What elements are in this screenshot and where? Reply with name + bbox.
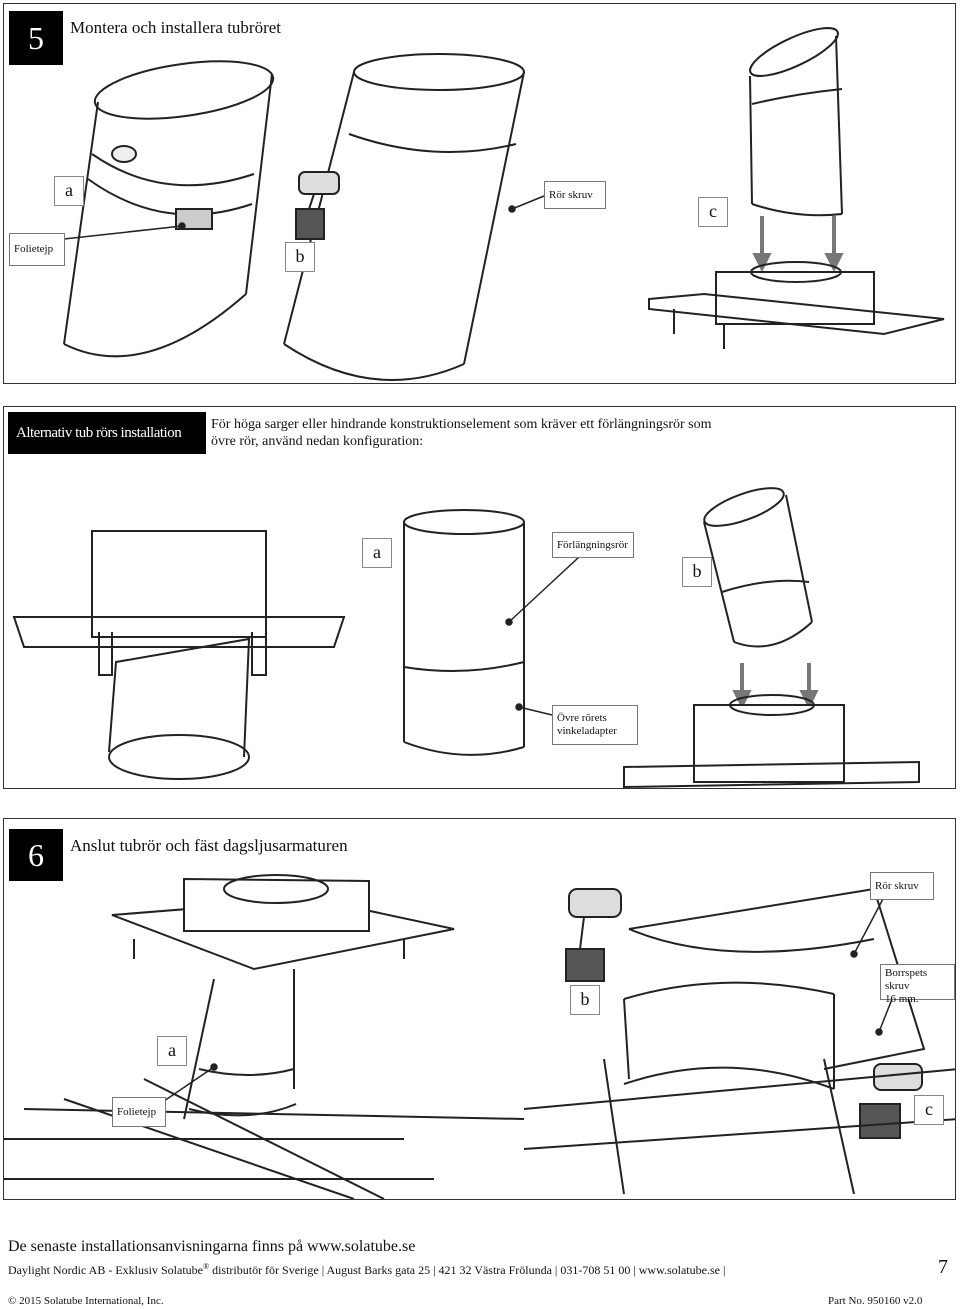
step6-label-tape: Folietejp xyxy=(112,1097,166,1127)
alternative-label-adapter: Övre rörets vinkeladapter xyxy=(552,705,638,745)
step6-label-drill-screw-line2: 16 mm. xyxy=(885,993,919,1005)
step6-illustration xyxy=(4,819,956,1200)
step5-title: Montera och installera tubröret xyxy=(70,18,282,37)
alternative-label-extension: Förlängningsrör xyxy=(552,532,634,558)
step6-label-a: a xyxy=(157,1036,187,1066)
footer-reg-mark: ® xyxy=(202,1262,210,1271)
step6-panel: 6 Anslut tubrör och fäst dagsljusarmatur… xyxy=(3,818,956,1200)
alternative-title: Alternativ tub rörs installation xyxy=(8,412,206,454)
footer-company-b: distributör för Sverige | August Barks g… xyxy=(209,1263,726,1277)
step5-label-tape: Folietejp xyxy=(9,233,65,266)
step6-number: 6 xyxy=(9,829,63,881)
footer-company-a: Daylight Nordic AB - Exklusiv Solatube xyxy=(8,1263,203,1277)
alternative-panel: Alternativ tub rörs installation För hög… xyxy=(3,406,956,789)
step5-illustration xyxy=(4,4,956,384)
step5-number: 5 xyxy=(9,11,63,65)
step6-label-c: c xyxy=(914,1095,944,1125)
step6-label-b: b xyxy=(570,985,600,1015)
alternative-description-line1: För höga sarger eller hindrande konstruk… xyxy=(211,417,712,432)
step5-panel: 5 Montera och installera tubröret xyxy=(3,3,956,384)
step5-label-c: c xyxy=(698,197,728,227)
footer-part-number: Part No. 950160 v2.0 xyxy=(828,1295,923,1307)
step6-title: Anslut tubrör och fäst dagsljusarmaturen xyxy=(70,836,348,855)
footer-company-info: Daylight Nordic AB - Exklusiv Solatube® … xyxy=(8,1262,725,1278)
step5-label-a: a xyxy=(54,176,84,206)
footer-latest-instructions: De senaste installationsanvisningarna fi… xyxy=(8,1238,416,1255)
alternative-label-adapter-line1: Övre rörets xyxy=(557,712,607,724)
alternative-description-line2: övre rör, använd nedan konfiguration: xyxy=(211,434,424,449)
step6-label-drill-screw-line1: Borrspets skruv xyxy=(885,967,928,992)
step6-label-drill-screw: Borrspets skruv 16 mm. xyxy=(880,964,955,1005)
alternative-label-a: a xyxy=(362,538,392,568)
alternative-label-b: b xyxy=(682,557,712,587)
footer-copyright: © 2015 Solatube International, Inc. xyxy=(8,1295,164,1307)
alternative-label-adapter-line2: vinkeladapter xyxy=(557,725,617,737)
alternative-illustration xyxy=(4,407,956,789)
page-number: 7 xyxy=(938,1256,948,1278)
step6-label-screw: Rör skruv xyxy=(870,872,934,900)
step5-label-screw: Rör skruv xyxy=(544,181,606,209)
step5-label-b: b xyxy=(285,242,315,272)
alternative-description: För höga sarger eller hindrande konstruk… xyxy=(211,416,712,450)
